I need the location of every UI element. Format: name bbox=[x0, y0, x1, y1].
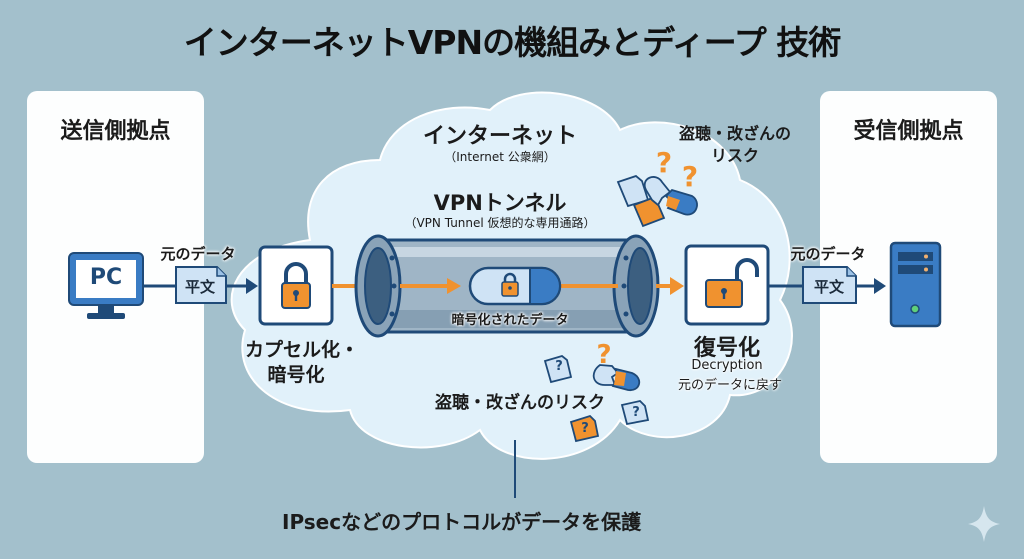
pc-label: PC bbox=[89, 265, 123, 290]
encapsulation-label-line1: カプセル化・ bbox=[244, 339, 359, 361]
question-mark-icon: ? bbox=[555, 359, 563, 374]
question-mark-icon: ? bbox=[581, 421, 589, 436]
pc-monitor-icon bbox=[68, 252, 144, 319]
arrow-right-icon bbox=[670, 277, 684, 295]
receiver-doc-label: 平文 bbox=[813, 278, 844, 296]
encapsulation-label-line2: 暗号化 bbox=[267, 364, 325, 386]
top-risk-label-line1: 盗聴・改ざんの bbox=[678, 124, 791, 143]
decryption-description: 元のデータに戻す bbox=[677, 378, 782, 393]
decryption-label: 復号化 bbox=[693, 336, 760, 361]
sender-site-title: 送信側拠点 bbox=[60, 119, 171, 144]
question-mark-icon: ? bbox=[655, 146, 673, 179]
question-mark-icon: ? bbox=[632, 405, 640, 420]
server-icon bbox=[889, 241, 942, 328]
arrow-right-icon bbox=[447, 278, 461, 294]
tunnel-subtitle: （VPN Tunnel 仮想的な専用通路） bbox=[404, 216, 596, 230]
page-title: インターネットVPNの機組みとディープ 技術 bbox=[183, 23, 842, 62]
bottom-risk-illustration bbox=[543, 355, 650, 443]
plaintext-document-icon-sender bbox=[175, 266, 227, 304]
question-mark-icon: ? bbox=[596, 340, 612, 370]
top-risk-illustration bbox=[616, 174, 698, 228]
question-mark-icon: ? bbox=[681, 160, 699, 193]
decryption-label-en: Decryption bbox=[691, 358, 763, 373]
internet-title: インターネット bbox=[422, 124, 577, 149]
lock-closed-icon bbox=[281, 262, 311, 309]
encrypted-data-caption: 暗号化されたデータ bbox=[451, 313, 569, 328]
lock-open-icon bbox=[705, 258, 759, 308]
arrow-right-icon bbox=[874, 278, 886, 294]
bottom-risk-label: 盗聴・改ざんのリスク bbox=[435, 393, 605, 413]
top-risk-label-line2: リスク bbox=[710, 146, 759, 165]
receiver-data-caption: 元のデータ bbox=[790, 245, 866, 263]
tunnel-title: VPNトンネル bbox=[433, 191, 567, 215]
sender-data-caption: 元のデータ bbox=[160, 245, 236, 263]
lock-closed-icon bbox=[501, 272, 519, 297]
sparkle-icon bbox=[968, 506, 1000, 542]
internet-subtitle: （Internet 公衆網） bbox=[444, 150, 556, 164]
sender-doc-label: 平文 bbox=[184, 278, 215, 296]
receiver-site-panel: 受信側拠点 bbox=[820, 91, 997, 463]
plaintext-document-icon-receiver bbox=[802, 266, 857, 304]
receiver-site-title: 受信側拠点 bbox=[853, 119, 964, 144]
protocol-note: IPsecなどのプロトコルがデータを保護 bbox=[282, 510, 642, 534]
arrow-right-icon bbox=[246, 278, 258, 294]
